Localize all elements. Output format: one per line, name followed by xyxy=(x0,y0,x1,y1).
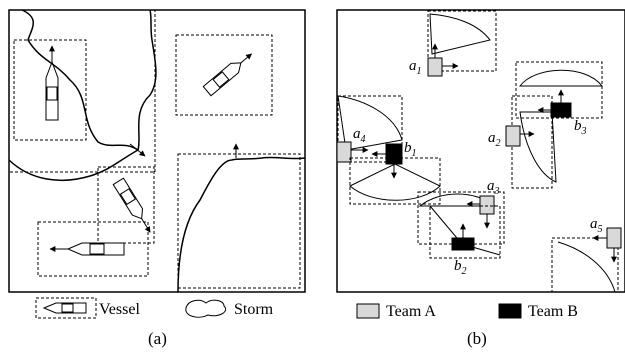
sensor-sector-a1 xyxy=(429,13,491,55)
sensor-box-b3 xyxy=(515,61,603,119)
panel-b: a1 b3 a2 a4 b1 a3 xyxy=(336,9,625,348)
sensor-box-b1 xyxy=(349,157,441,205)
vessel-bbox-4 xyxy=(37,221,149,277)
sensor-sector-a3 xyxy=(418,193,497,207)
legend-team-b-label: Team B xyxy=(528,303,578,320)
legend-team-a-swatch xyxy=(356,303,380,319)
legend-a: Vessel Storm xyxy=(35,297,274,319)
legend-storm-icon xyxy=(185,299,226,318)
vessel-1 xyxy=(45,45,59,121)
storm-bbox-2 xyxy=(177,153,301,289)
legend-storm-label: Storm xyxy=(234,301,274,318)
panel-a: Vessel Storm (a) xyxy=(8,9,306,348)
agent-a1 xyxy=(427,57,443,77)
storm-edge-1 xyxy=(8,149,139,182)
label-b2: b2 xyxy=(454,258,467,277)
label-a2: a2 xyxy=(488,130,501,149)
vessel-bbox-3 xyxy=(97,166,155,244)
label-b1: b1 xyxy=(404,140,417,159)
sensor-sector-b3-top xyxy=(518,69,604,87)
vessel-3 xyxy=(112,177,151,233)
caption-b: (b) xyxy=(467,329,487,348)
label-a1: a1 xyxy=(409,58,422,77)
agent-b1 xyxy=(385,143,403,165)
legend-team-a-label: Team A xyxy=(386,303,436,320)
sensor-sector-b3-down xyxy=(519,111,557,183)
storm-shape-1 xyxy=(21,9,157,152)
sensor-box-a1 xyxy=(427,10,497,72)
agent-a2 xyxy=(505,125,521,147)
label-a4: a4 xyxy=(353,126,366,145)
sensor-box-b2 xyxy=(429,205,501,259)
vessel-bbox-1 xyxy=(13,39,87,141)
agent-a3 xyxy=(479,195,495,215)
legend-vessel-box xyxy=(35,297,97,319)
vessel-4 xyxy=(49,242,125,256)
legend-b: Team A Team B xyxy=(356,303,578,320)
agent-b2 xyxy=(451,237,475,251)
sensor-sector-a5 xyxy=(557,241,616,293)
agent-b3 xyxy=(550,102,572,118)
vessel-bbox-2 xyxy=(175,34,273,116)
panel-a-frame xyxy=(8,9,306,293)
agent-a4 xyxy=(336,141,352,163)
vessel-2 xyxy=(202,53,253,97)
sensor-sector-b1 xyxy=(349,163,441,201)
storm-motion-arrow-1 xyxy=(129,143,146,157)
storm-bbox-1 xyxy=(8,9,156,173)
agent-a5 xyxy=(606,227,622,249)
storm-shape-2 xyxy=(177,156,306,293)
legend-vessel-icon xyxy=(42,302,87,314)
label-b3: b3 xyxy=(574,118,587,137)
legend-vessel-label: Vessel xyxy=(99,301,140,318)
caption-a: (a) xyxy=(148,329,167,348)
sensor-box-a4 xyxy=(337,95,403,163)
label-a5: a5 xyxy=(590,216,603,235)
label-a3: a3 xyxy=(487,178,500,197)
sensor-sector-a4 xyxy=(337,95,403,151)
legend-team-b-swatch xyxy=(498,303,522,319)
